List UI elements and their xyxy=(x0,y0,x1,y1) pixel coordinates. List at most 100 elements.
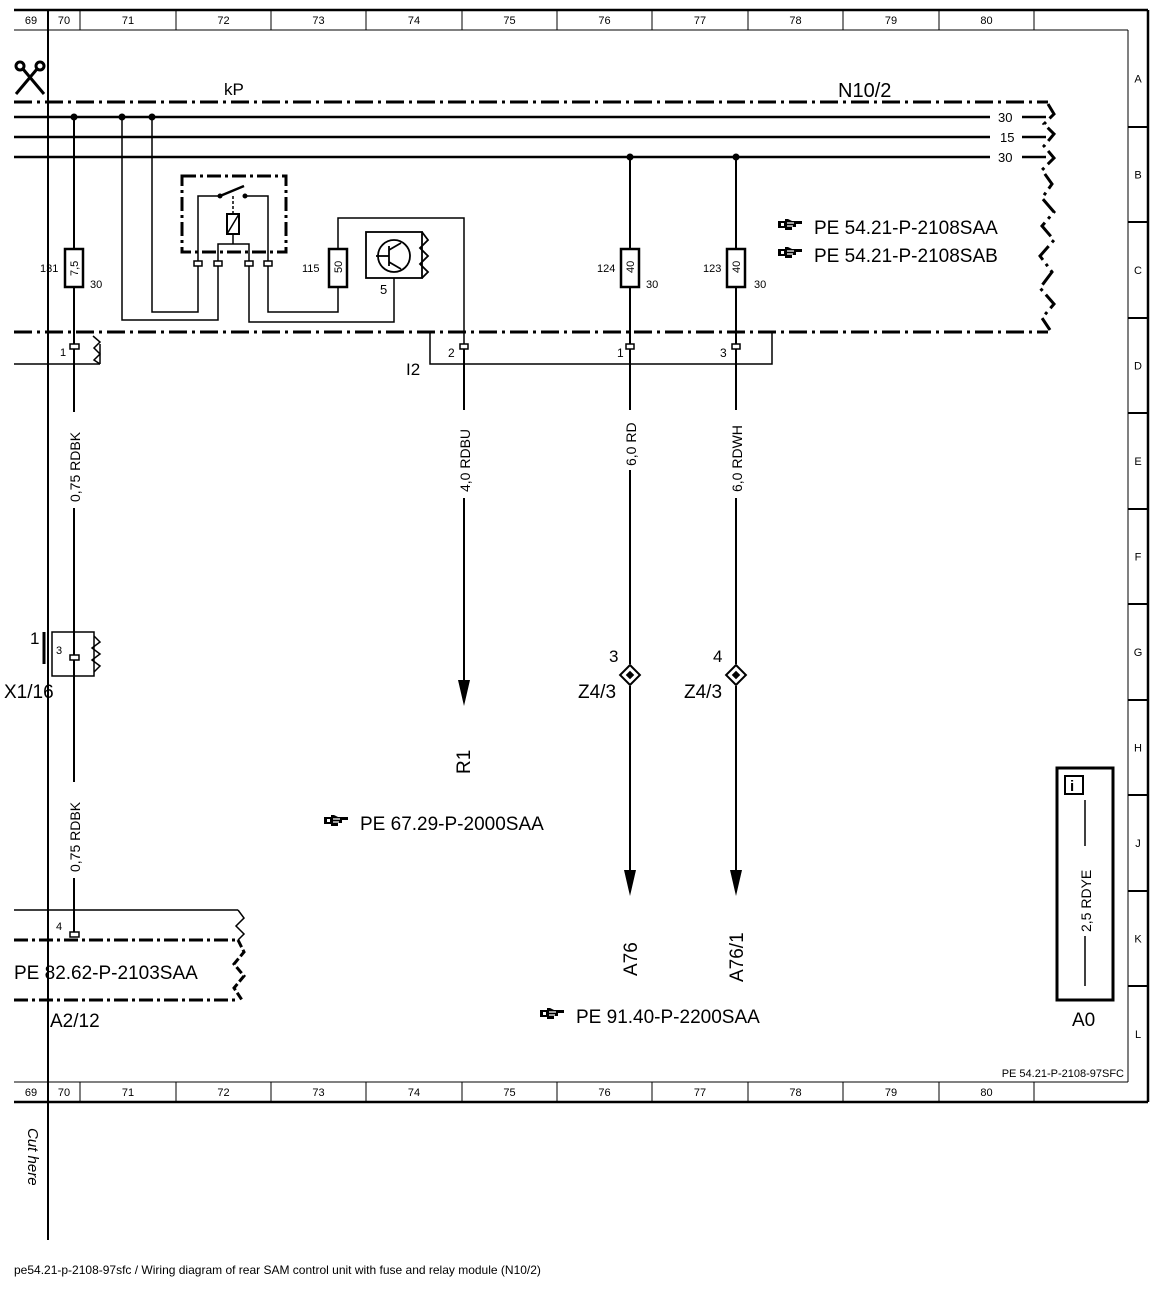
row-label-C: C xyxy=(1134,265,1142,277)
fuse-123-id: 123 xyxy=(703,263,721,275)
n10-2-label: N10/2 xyxy=(838,80,891,102)
column-label-bottom-71: 71 xyxy=(122,1087,134,1099)
column-label-top-79: 79 xyxy=(885,15,897,27)
row-label-F: F xyxy=(1135,552,1142,564)
column-grid: 6969707071717272737374747575767677777878… xyxy=(25,10,1035,1102)
column-label-top-72: 72 xyxy=(217,15,229,27)
wire-arrows xyxy=(458,680,742,896)
column-label-top-71: 71 xyxy=(122,15,134,27)
a2-12-label: A2/12 xyxy=(50,1011,100,1032)
column-label-bottom-73: 73 xyxy=(312,1087,324,1099)
row-label-G: G xyxy=(1134,647,1143,659)
wire-rdbu: 4,0 RDBU xyxy=(457,429,473,492)
fuse-131: 7,5 131 30 xyxy=(40,117,102,350)
fuse-124-rating: 40 xyxy=(625,261,637,273)
transistor-icon xyxy=(365,231,430,279)
column-label-bottom-72: 72 xyxy=(217,1087,229,1099)
row-label-E: E xyxy=(1134,456,1141,468)
splice-z4-3-b xyxy=(724,663,748,687)
kp-label: kP xyxy=(224,80,244,99)
r1-label: R1 xyxy=(454,750,475,774)
fuse-131-id: 131 xyxy=(40,263,58,275)
fuse-131-rating: 7,5 xyxy=(69,261,81,276)
page-caption: pe54.21-p-2108-97sfc / Wiring diagram of… xyxy=(14,1263,541,1277)
wire-rdbk-bottom: 0,75 RDBK xyxy=(67,801,83,872)
row-grid: A B C D E F G H J K L xyxy=(1128,74,1148,1041)
column-label-bottom-74: 74 xyxy=(408,1087,420,1099)
column-label-bottom-76: 76 xyxy=(598,1087,610,1099)
column-label-bottom-78: 78 xyxy=(789,1087,801,1099)
pointing-hand-icon xyxy=(777,218,803,231)
fuse-115-id: 115 xyxy=(302,263,320,275)
column-label-top-80: 80 xyxy=(980,15,992,27)
ref-2000saa[interactable]: PE 67.29-P-2000SAA xyxy=(360,814,544,835)
transistor-pin-label: 5 xyxy=(380,282,387,297)
a0-label: A0 xyxy=(1072,1010,1095,1031)
a76-label: A76 xyxy=(621,942,642,976)
module-a2-12 xyxy=(14,909,246,1002)
column-label-bottom-69: 69 xyxy=(25,1087,37,1099)
wires xyxy=(73,349,737,932)
wire-rdwh: 6,0 RDWH xyxy=(729,425,745,492)
fuse-115-rating: 50 xyxy=(333,261,345,273)
info-icon[interactable]: i xyxy=(1070,778,1074,795)
column-label-top-75: 75 xyxy=(503,15,515,27)
i2-label: I2 xyxy=(406,360,420,379)
relay-wiring xyxy=(121,117,465,344)
a2-12-pin-4: 4 xyxy=(56,921,62,933)
wire-rd: 6,0 RD xyxy=(623,422,639,466)
pin-1-left: 1 xyxy=(60,347,66,359)
info-box-a0 xyxy=(1055,766,1115,1002)
wire-rdbk-top: 0,75 RDBK xyxy=(67,431,83,502)
row-label-A: A xyxy=(1134,74,1142,86)
module-boundary xyxy=(14,100,1057,334)
row-label-D: D xyxy=(1134,361,1142,373)
ref-2108saa[interactable]: PE 54.21-P-2108SAA xyxy=(814,218,998,239)
fuse-123: 40 123 30 xyxy=(703,157,766,344)
connector-x1-16 xyxy=(42,631,102,677)
pin-1-mid: 1 xyxy=(617,346,624,360)
splice-z4-3-a xyxy=(618,663,642,687)
z4-3-label-a: Z4/3 xyxy=(578,682,616,703)
fuse-124-term: 30 xyxy=(646,279,658,291)
column-label-bottom-75: 75 xyxy=(503,1087,515,1099)
terminal-30-bottom: 30 xyxy=(998,150,1012,165)
pin-2: 2 xyxy=(448,346,455,360)
column-label-top-73: 73 xyxy=(312,15,324,27)
ref-2200saa[interactable]: PE 91.40-P-2200SAA xyxy=(576,1007,760,1028)
terminal-15: 15 xyxy=(1000,130,1014,145)
row-label-H: H xyxy=(1134,743,1142,755)
fuse-123-rating: 40 xyxy=(731,261,743,273)
pointing-hand-icon xyxy=(777,246,803,259)
x1-16-label: X1/16 xyxy=(4,682,54,703)
column-label-top-69: 69 xyxy=(25,15,37,27)
doc-code: PE 54.21-P-2108-97SFC xyxy=(1002,1068,1124,1080)
row-label-B: B xyxy=(1134,170,1141,182)
fuse-115: 50 115 xyxy=(302,247,349,289)
ref-2108sab[interactable]: PE 54.21-P-2108SAB xyxy=(814,246,998,267)
row-label-K: K xyxy=(1134,934,1142,946)
fuse-124-id: 124 xyxy=(597,263,615,275)
fuse-123-term: 30 xyxy=(754,279,766,291)
pointing-hand-icon xyxy=(323,814,349,827)
terminal-30-top: 30 xyxy=(998,110,1012,125)
frame xyxy=(14,8,1150,1104)
column-label-bottom-80: 80 xyxy=(980,1087,992,1099)
scissors-icon xyxy=(14,60,46,95)
pin-3: 3 xyxy=(720,346,727,360)
column-label-top-77: 77 xyxy=(694,15,706,27)
row-label-J: J xyxy=(1135,838,1141,850)
z4-3-label-b: Z4/3 xyxy=(684,682,722,703)
cut-here-label: Cut here xyxy=(24,1128,41,1186)
ref-2103saa[interactable]: PE 82.62-P-2103SAA xyxy=(14,963,198,984)
pointing-hand-icon xyxy=(539,1007,565,1020)
a76-1-label: A76/1 xyxy=(727,932,748,982)
power-rails xyxy=(14,115,1046,159)
column-label-top-76: 76 xyxy=(598,15,610,27)
row-label-L: L xyxy=(1135,1029,1141,1041)
column-label-bottom-79: 79 xyxy=(885,1087,897,1099)
x1-16-pin-3: 3 xyxy=(56,645,62,657)
column-label-bottom-77: 77 xyxy=(694,1087,706,1099)
column-label-top-74: 74 xyxy=(408,15,420,27)
